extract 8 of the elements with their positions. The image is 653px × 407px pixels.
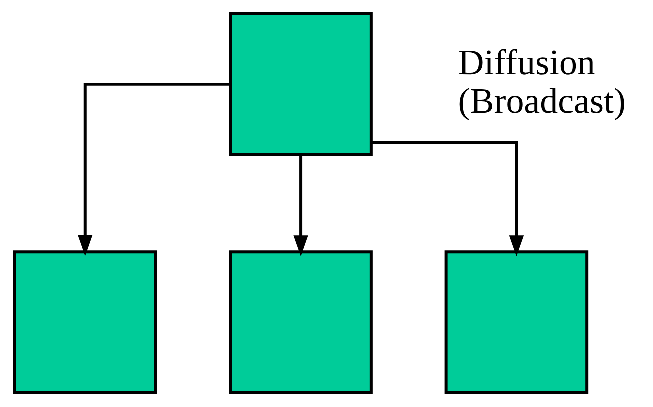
node-box xyxy=(444,250,589,394)
arrow xyxy=(294,155,308,257)
node-box xyxy=(229,250,373,394)
arrow xyxy=(78,82,230,256)
node-box xyxy=(229,12,373,156)
node-box xyxy=(14,250,158,394)
arrow xyxy=(372,141,524,257)
label: Diffusion (Broadcast) xyxy=(458,42,626,122)
